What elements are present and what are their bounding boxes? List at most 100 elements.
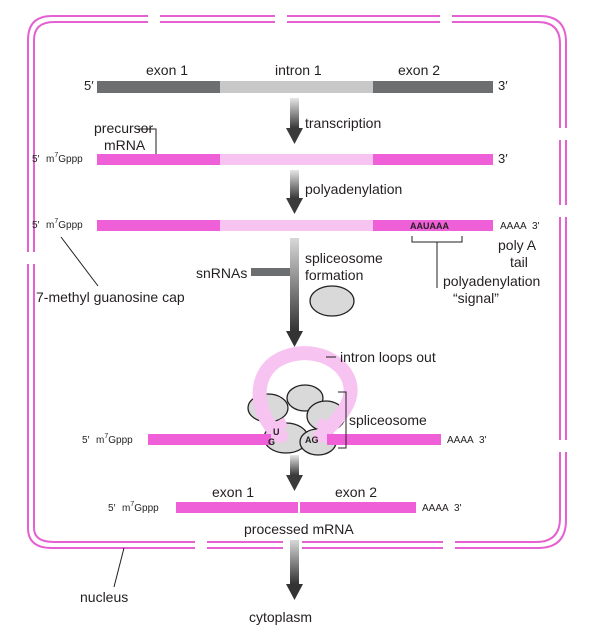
precursor-cap-m: m <box>46 154 54 165</box>
precursor-cap-rest: Gppp <box>58 154 83 165</box>
processed-three-prime: 3' <box>454 503 462 514</box>
dna-exon-1 <box>97 81 220 93</box>
cap-label: 7-methyl guanosine cap <box>36 289 185 305</box>
precursor-intron-1 <box>220 154 373 165</box>
polya-tail-label-line2: tail <box>510 254 528 270</box>
processed-exon-1-label: exon 1 <box>212 484 254 500</box>
polya-intron-1 <box>220 220 373 231</box>
splice-five-prime: 5′ <box>82 435 90 446</box>
dna-exon-2-label: exon 2 <box>398 62 440 78</box>
splice-exon-2 <box>327 434 441 445</box>
splice-u: U <box>273 427 280 437</box>
spliceosome-bracket <box>338 391 347 449</box>
polya-exon-1 <box>97 220 220 231</box>
splice-tail-sequence: AAAA <box>447 435 474 446</box>
nucleus-label-pointer <box>113 547 125 588</box>
svg-text:m7Gppp: m7Gppp <box>46 152 83 165</box>
polya-cap-rest: Gppp <box>58 220 83 231</box>
splice-three-prime: 3' <box>479 435 487 446</box>
precursor-three-prime: 3′ <box>498 151 508 166</box>
processed-cap-m: m <box>122 503 130 514</box>
transcription-label: transcription <box>305 115 381 131</box>
cytoplasm-label: cytoplasm <box>249 609 312 625</box>
dna-three-prime: 3′ <box>498 78 508 93</box>
snrna-feed-line <box>251 268 290 276</box>
envelope-top-mid-1 <box>160 15 275 23</box>
processed-exon-2-label: exon 2 <box>335 484 377 500</box>
dna-exon-2 <box>373 81 493 93</box>
precursor-label-line1: precursor <box>94 120 153 136</box>
polyadenylation-arrow <box>286 170 303 214</box>
splice-g: G <box>268 437 275 447</box>
nuclear-envelope <box>27 15 567 549</box>
processed-cap-rest: Gppp <box>134 503 159 514</box>
envelope-right-3 <box>559 217 567 440</box>
intron-loop-end-right <box>315 417 331 443</box>
envelope-right-2 <box>559 140 567 205</box>
precursor-label-line2: mRNA <box>104 137 146 153</box>
export-arrow <box>286 540 303 600</box>
processed-exon-2 <box>300 502 416 513</box>
splice-cap-sup: 7 <box>104 433 108 440</box>
precursor-mrna: precursor mRNA 5′ m7Gppp 3′ <box>32 120 508 166</box>
dna-intron-1-label: intron 1 <box>275 62 322 78</box>
dna-intron-1 <box>220 81 373 93</box>
splicing-arrow <box>286 455 303 491</box>
processed-five-prime: 5′ <box>108 503 116 514</box>
spliceosome-formation-label-line2: formation <box>305 267 363 283</box>
precursor-exon-1 <box>97 154 220 165</box>
snrnas-label: snRNAs <box>196 265 247 281</box>
precursor-label-pointer <box>138 128 157 155</box>
polya-tail-label-line1: poly A <box>498 237 537 253</box>
envelope-top-mid-2 <box>287 15 440 23</box>
polya-signal-label-line2: “signal” <box>453 290 499 306</box>
precursor-five-prime: 5′ <box>32 154 40 165</box>
spliceosome-complex: 5′ m7Gppp G U AG AAAA 3' <box>82 346 487 456</box>
precursor-exon-2 <box>373 154 493 165</box>
intron-loops-label: intron loops out <box>340 349 436 365</box>
polya-cap-m: m <box>46 220 54 231</box>
processed-mrna-label: processed mRNA <box>244 521 354 537</box>
nucleus-label: nucleus <box>80 589 128 605</box>
svg-text:m7Gppp: m7Gppp <box>96 433 133 446</box>
polya-exon-2 <box>373 220 493 231</box>
cap-label-pointer <box>60 236 99 287</box>
splice-exon-1 <box>148 434 271 445</box>
dna-gene: 5′ 3′ exon 1 intron 1 exon 2 <box>84 62 508 93</box>
precursor-cap-sup: 7 <box>54 152 58 159</box>
polya-signal-bracket <box>411 236 463 288</box>
polyadenylated-precursor: 5′ m7Gppp AAUAAA AAAA 3' poly A tail pol… <box>32 218 540 306</box>
processed-tail-sequence: AAAA <box>422 503 449 514</box>
processed-mrna: exon 1 exon 2 5′ m7Gppp AAAA 3' processe… <box>108 484 462 537</box>
splice-ag: AG <box>305 435 319 445</box>
envelope-left-1 <box>27 40 35 252</box>
envelope-top-left <box>27 15 148 41</box>
snrnp-particle <box>309 285 355 317</box>
dna-five-prime: 5′ <box>84 78 94 93</box>
transcription-arrow <box>286 98 303 144</box>
envelope-left-2 <box>27 264 35 528</box>
spliceosome-formation-arrow <box>251 238 303 347</box>
polya-three-prime: 3' <box>532 221 540 232</box>
envelope-right-4 <box>455 452 567 549</box>
polya-cap-sup: 7 <box>54 218 58 225</box>
splice-cap-rest: Gppp <box>108 435 133 446</box>
polya-five-prime: 5′ <box>32 220 40 231</box>
envelope-bottom-right <box>302 541 443 549</box>
polya-signal-sequence: AAUAAA <box>410 221 449 231</box>
envelope-top-right <box>452 15 567 128</box>
spliceosome-label: spliceosome <box>349 412 427 428</box>
envelope-bottom-mid <box>207 541 283 549</box>
processed-exon-1 <box>176 502 298 513</box>
svg-text:m7Gppp: m7Gppp <box>46 218 83 231</box>
intron-loop-end-left <box>271 417 289 443</box>
spliceosome-formation-label-line1: spliceosome <box>305 250 383 266</box>
processed-cap-sup: 7 <box>130 501 134 508</box>
dna-exon-1-label: exon 1 <box>146 62 188 78</box>
splice-cap-m: m <box>96 435 104 446</box>
svg-text:m7Gppp: m7Gppp <box>122 501 159 514</box>
envelope-bottom-left <box>27 527 195 549</box>
polyadenylation-label: polyadenylation <box>305 181 402 197</box>
polya-signal-label-line1: polyadenylation <box>443 273 540 289</box>
